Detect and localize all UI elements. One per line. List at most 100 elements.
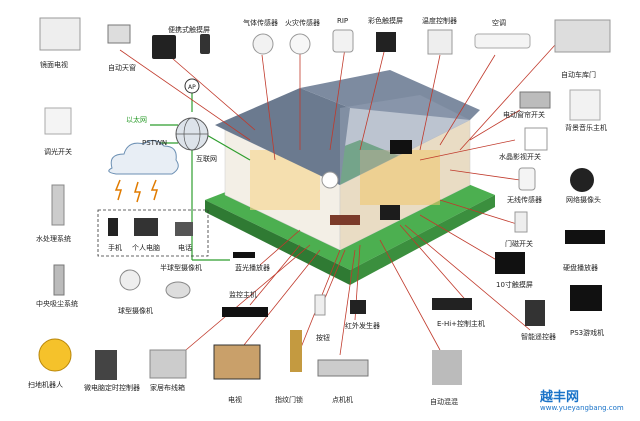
vacuum-icon — [53, 264, 65, 296]
audio-icon — [432, 350, 462, 385]
label-mirror-tv: 镜面电视 — [40, 61, 68, 69]
label-pstwn: PSTWN — [142, 139, 168, 147]
network-camera-icon — [570, 168, 594, 192]
label-smart-remote: 智能遥控器 — [521, 333, 556, 341]
lightning-icon-mid — [133, 181, 142, 203]
hemisphere-camera-icon — [165, 281, 191, 299]
line-amp — [339, 249, 356, 356]
line-host — [249, 244, 301, 306]
label-bluray: 蓝光播放器 — [235, 264, 270, 272]
ap-icon — [184, 78, 200, 94]
label-vacuum: 中央吸尘系统 — [36, 300, 78, 308]
line-touch10 — [419, 214, 501, 263]
network-diagram — [97, 78, 251, 261]
label-ps3: PS3游戏机 — [570, 329, 605, 337]
house-roof-left — [215, 88, 350, 185]
label-hdd-player: 硬盘播放器 — [563, 264, 598, 272]
line-ehi — [399, 224, 471, 306]
wiring-box-icon — [149, 349, 187, 379]
control-host-icon — [222, 307, 268, 317]
label-rip: RIP — [337, 17, 349, 25]
line-ac — [439, 54, 496, 146]
gas-sensor-icon — [252, 33, 274, 55]
line-wiring — [179, 244, 311, 356]
dimmer-icon — [44, 107, 72, 135]
bg-music-icon — [569, 89, 601, 121]
dome-camera-icon — [119, 269, 141, 291]
label-audio: 自动混混 — [430, 398, 458, 406]
touch10-icon — [495, 252, 525, 274]
label-touch10: 10寸触摸屏 — [496, 281, 533, 289]
label-bg-music: 背景音乐主机 — [565, 124, 607, 132]
rip-sensor-icon — [332, 29, 354, 53]
label-tv: 电视 — [228, 396, 242, 404]
line-gas — [261, 54, 276, 161]
label-ehi-host: E-Hi+控制主机 — [437, 320, 486, 328]
ehi-host-icon — [432, 298, 472, 310]
wireless-sensor-icon — [518, 167, 536, 191]
portable-touch-icon — [152, 35, 176, 59]
phone-remote-icon — [200, 34, 210, 54]
water-system-icon — [51, 184, 65, 226]
label-crystal-tv: 水晶影视开关 — [499, 153, 541, 161]
label-micro-power: 微电脑定时控制器 — [84, 384, 140, 392]
tv-icon — [213, 344, 261, 380]
mirror-tv-icon — [39, 17, 81, 51]
line-skylight — [119, 49, 251, 141]
micro-power-icon — [95, 350, 117, 380]
hdd-player-icon — [565, 230, 605, 244]
skylight-icon — [107, 24, 131, 44]
line-color-touch — [359, 47, 386, 151]
label-ac: 空调 — [492, 19, 506, 27]
emergency-icon — [314, 294, 326, 316]
label-auto-garage: 自动车库门 — [561, 71, 596, 79]
label-fire-sensor: 火灾传感器 — [285, 19, 320, 27]
lightning-icon-left — [114, 179, 123, 201]
crystal-switch-icon — [524, 127, 548, 151]
device-group-box — [97, 209, 209, 257]
internet-link — [204, 133, 251, 161]
fire-sensor-icon — [289, 33, 311, 55]
line-audio — [379, 239, 441, 351]
label-hemisphere-camera: 半球型摄像机 — [160, 264, 202, 272]
door-switch-icon — [514, 211, 528, 233]
line-smart-remote — [404, 224, 531, 331]
label-ap: AP — [188, 84, 196, 91]
watermark-text: 越丰网 — [540, 390, 580, 405]
watermark-url: www.yueyangbang.com — [540, 404, 624, 412]
label-gas-sensor: 气体传感器 — [243, 19, 278, 27]
lightning-icon-right — [150, 179, 159, 201]
label-control-host: 监控主机 — [229, 291, 257, 299]
label-door-switch: 门磁开关 — [505, 240, 533, 248]
line-garage — [459, 44, 556, 151]
ac-icon — [474, 33, 531, 49]
ir-transmitter-icon — [350, 300, 366, 314]
label-pc: 个人电脑 — [132, 244, 160, 252]
label-wireless-sensor: 无线传感器 — [507, 196, 542, 204]
line-portable-touch — [164, 51, 256, 131]
garage-icon — [554, 19, 611, 53]
line-rip — [329, 47, 346, 151]
color-touch-icon — [376, 32, 396, 52]
house-grass-side — [205, 200, 350, 285]
house-sofa — [330, 215, 360, 225]
label-wiring-box: 家居布线箱 — [150, 384, 185, 392]
bluray-icon — [233, 252, 255, 258]
label-water-system: 水处理系统 — [36, 235, 71, 243]
amplifier-icon — [317, 359, 369, 377]
label-dome-camera: 球型摄像机 — [118, 307, 153, 315]
label-telephone: 电话 — [178, 244, 192, 252]
house-clock — [321, 171, 339, 189]
label-ir-transmitter: 红外发生器 — [345, 322, 380, 330]
phone-icon — [108, 218, 118, 236]
line-tv — [239, 249, 321, 351]
line-bluray — [259, 229, 301, 266]
label-fingerprint-lock: 指纹门锁 — [275, 396, 303, 404]
label-ethernet: 以太网 — [126, 116, 147, 124]
ps3-icon — [570, 285, 602, 311]
curtain-switch-icon — [519, 91, 551, 109]
line-wireless — [449, 169, 521, 181]
label-color-touch: 彩色触摸屏 — [368, 17, 403, 25]
